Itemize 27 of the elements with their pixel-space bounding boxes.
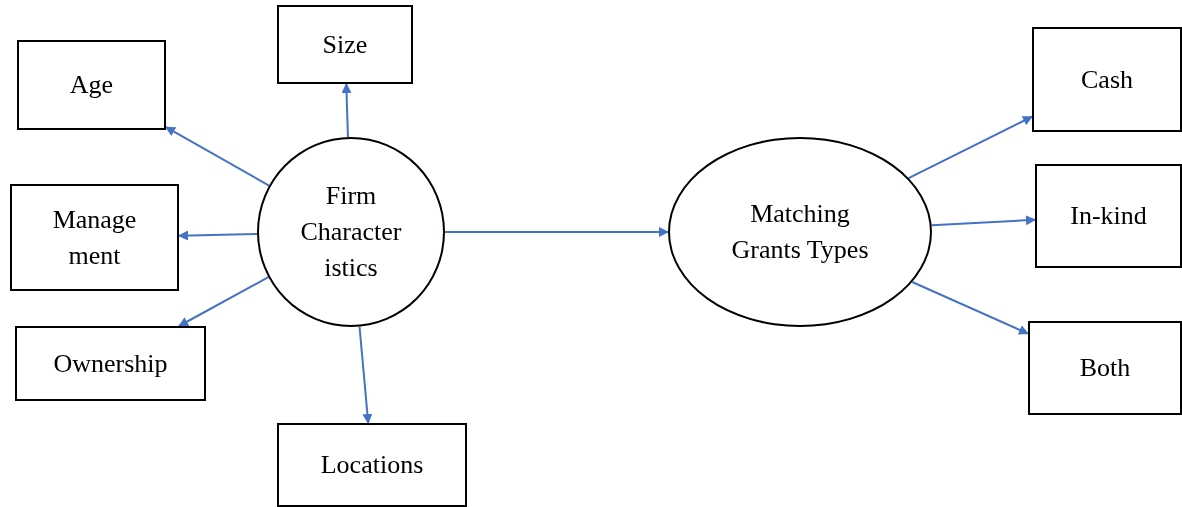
text-box — [1028, 321, 1182, 415]
node-label: Age — [69, 69, 114, 101]
node-label: Firm Character istics — [299, 180, 403, 284]
node-label: Both — [1079, 352, 1131, 384]
node-label: In-kind — [1070, 200, 1147, 232]
node-label: Cash — [1081, 63, 1133, 96]
text-box — [15, 326, 206, 401]
arrow — [178, 230, 258, 241]
node-label: Size — [322, 28, 368, 61]
node-label: Manage ment — [51, 203, 138, 272]
arrow — [178, 276, 270, 327]
text-box — [17, 40, 166, 130]
arrow — [444, 227, 669, 237]
text-box — [1032, 27, 1182, 132]
arrow — [907, 115, 1033, 180]
text-box — [1035, 164, 1182, 268]
node-label: Locations — [320, 449, 424, 481]
arrow — [358, 325, 373, 424]
arrow — [165, 126, 270, 187]
node-label: Matching Grants Types — [730, 198, 870, 266]
text-box — [10, 184, 179, 291]
arrow — [911, 281, 1029, 335]
text-box — [277, 5, 413, 84]
arrow — [341, 83, 352, 139]
node-label: Ownership — [53, 347, 168, 380]
arrow — [930, 215, 1036, 227]
text-box — [277, 423, 467, 507]
